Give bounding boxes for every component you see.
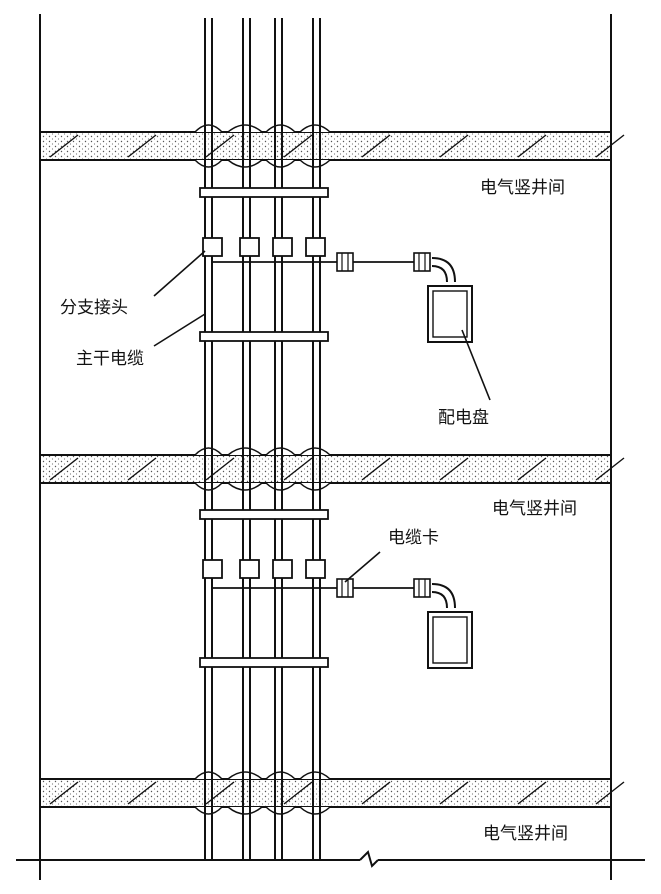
leader-cable-clamp: [344, 551, 381, 583]
floor-slab: [39, 454, 612, 484]
slab-hatch: [205, 134, 235, 158]
slab-hatch: [517, 134, 547, 158]
panel-elbow: [431, 265, 448, 283]
branch-joint-box: [202, 559, 223, 579]
sleeve-bottom: [299, 482, 331, 491]
cable-clamp-band: [199, 509, 329, 520]
branch-cable-clamp: [413, 578, 431, 598]
branch-cable-clamp: [413, 252, 431, 272]
slab-hatch: [49, 781, 79, 805]
cable-clamp-label: 电缆卡: [388, 528, 439, 548]
break-mark: [359, 850, 379, 868]
slab-hatch: [127, 134, 157, 158]
slab-hatch: [517, 781, 547, 805]
slab-hatch: [49, 457, 79, 481]
sleeve-bottom: [227, 482, 263, 491]
branch-joint-box: [272, 237, 293, 257]
leader-lines: [153, 250, 491, 583]
slab-hatch: [283, 134, 313, 158]
branch-joint-box: [305, 237, 326, 257]
distribution-panel: [427, 285, 473, 343]
floor-slab: [39, 131, 612, 161]
sleeve-top: [299, 447, 331, 456]
cable-clamp-band: [199, 331, 329, 342]
branch-joint-box: [239, 237, 260, 257]
leader-distribution-panel: [461, 329, 491, 401]
slab-hatch: [205, 457, 235, 481]
sleeve-top: [299, 124, 331, 133]
sleeve-top: [299, 771, 331, 780]
panel-elbow: [431, 583, 456, 609]
sleeve-bottom: [227, 806, 263, 815]
slab-hatch: [283, 457, 313, 481]
sleeve-bottom: [265, 159, 296, 168]
slab-hatch: [439, 134, 469, 158]
room-label-floor-1: 电气竖井间: [480, 178, 565, 198]
slab-hatch: [595, 781, 625, 805]
trunk-cables: [204, 18, 321, 860]
fixtures: [199, 187, 473, 669]
slab-hatch: [361, 781, 391, 805]
distribution-panel-inner: [432, 616, 468, 664]
branch-cable: [211, 256, 320, 263]
cable-clamp-band: [199, 657, 329, 668]
slab-hatch: [361, 457, 391, 481]
slab-hatch: [205, 781, 235, 805]
distribution-panel-label: 配电盘: [438, 408, 489, 428]
sleeve-bottom: [265, 806, 296, 815]
sleeve-top: [265, 447, 296, 456]
slab-hatch: [49, 134, 79, 158]
branch-joint-box: [272, 559, 293, 579]
floor-slabs: [39, 124, 625, 815]
room-label-floor-3: 电气竖井间: [483, 824, 568, 844]
slab-hatch: [439, 781, 469, 805]
sleeve-top: [227, 124, 263, 133]
slab-hatch: [283, 781, 313, 805]
slab-hatch: [439, 457, 469, 481]
sleeve-top: [194, 124, 223, 133]
sleeve-bottom: [265, 482, 296, 491]
sleeve-bottom: [299, 806, 331, 815]
slab-hatch: [127, 781, 157, 805]
sleeve-bottom: [227, 159, 263, 168]
trunk-cable-label: 主干电缆: [76, 349, 144, 369]
leader-branch-joint: [153, 250, 206, 297]
panel-elbow: [431, 591, 448, 609]
slab-hatch: [127, 457, 157, 481]
slab-hatch: [517, 457, 547, 481]
panel-elbow: [431, 257, 456, 283]
cable-clamp-band: [199, 187, 329, 198]
sleeve-top: [265, 771, 296, 780]
branch-joint-box: [239, 559, 260, 579]
branch-joint-box: [202, 237, 223, 257]
floor-slab: [39, 778, 612, 808]
sleeve-bottom: [194, 482, 223, 491]
branch-joint-label: 分支接头: [60, 298, 128, 318]
sleeve-bottom: [194, 806, 223, 815]
sleeve-top: [194, 447, 223, 456]
leader-trunk-cable: [153, 313, 206, 347]
sleeve-top: [194, 771, 223, 780]
branch-cable: [211, 578, 320, 589]
slab-hatch: [595, 457, 625, 481]
distribution-panel: [427, 611, 473, 669]
slab-hatch: [361, 134, 391, 158]
sleeve-top: [227, 771, 263, 780]
branch-joint-box: [305, 559, 326, 579]
sleeve-bottom: [194, 159, 223, 168]
room-label-floor-2: 电气竖井间: [492, 499, 577, 519]
distribution-panel-inner: [432, 290, 468, 338]
sleeve-top: [227, 447, 263, 456]
branch-cable-clamp: [336, 252, 354, 272]
sleeve-top: [265, 124, 296, 133]
branch-cable-clamp: [336, 578, 354, 598]
slab-hatch: [595, 134, 625, 158]
sleeve-bottom: [299, 159, 331, 168]
